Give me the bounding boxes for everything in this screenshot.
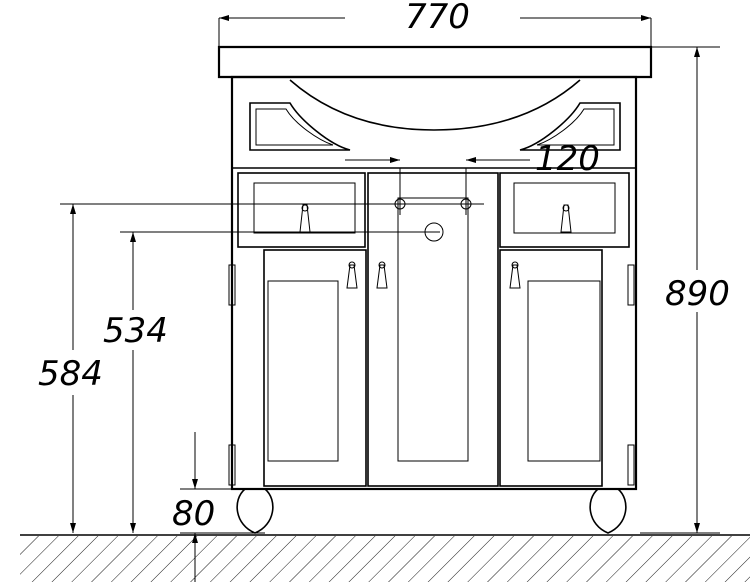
door-center <box>367 168 499 487</box>
dimension-height-890: 890 <box>640 46 730 534</box>
dimension-width: 770 <box>219 0 651 37</box>
door-right <box>499 249 603 487</box>
floor <box>20 534 750 582</box>
legs <box>236 488 627 534</box>
hinges <box>228 264 635 486</box>
dimension-leg-height: 80 <box>172 432 265 582</box>
countertop <box>217 18 653 79</box>
dimension-label-120: 120 <box>535 139 600 179</box>
dimension-drain-offset: 120 <box>345 139 600 179</box>
dimension-label-534: 534 <box>103 311 168 351</box>
dimension-label-770: 770 <box>405 0 470 37</box>
dimension-label-890: 890 <box>665 274 730 314</box>
dimension-label-80: 80 <box>172 494 215 534</box>
drawer-right <box>499 172 630 248</box>
dimension-label-584: 584 <box>38 354 103 394</box>
dimension-height-534: 534 <box>103 231 440 533</box>
door-left <box>263 249 367 487</box>
dimension-height-584: 584 <box>38 203 484 533</box>
cabinet-body <box>230 75 638 491</box>
drawer-left <box>237 172 366 248</box>
